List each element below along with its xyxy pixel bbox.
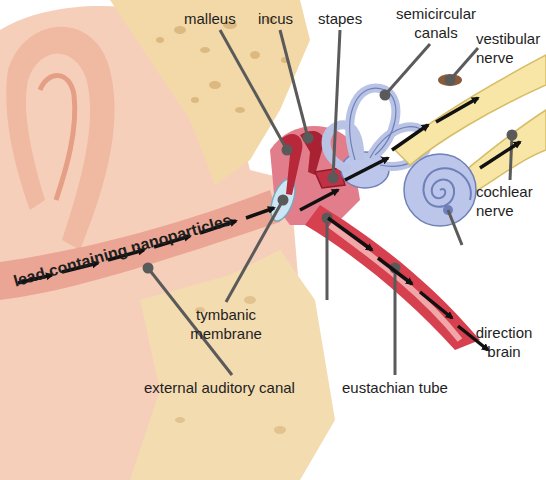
- bone-texture: [156, 17, 289, 113]
- path-arrows: [18, 98, 520, 350]
- tympanic-membrane-shape: [266, 176, 300, 224]
- part-label: vestibular nerve: [476, 29, 546, 67]
- eustachian-tube-shape: [305, 205, 480, 350]
- ganglion: [438, 74, 462, 86]
- part-label: stapes: [318, 9, 378, 28]
- part-label: tymbanic membrane: [184, 305, 268, 343]
- temporal-bone-lower: [130, 250, 335, 480]
- part-label: semicircular canals: [392, 4, 480, 42]
- incus-bone: [300, 131, 324, 175]
- bone-texture: [175, 296, 286, 434]
- pinna-fold: [40, 76, 75, 200]
- pinna: [6, 27, 114, 250]
- part-label: incus: [258, 9, 308, 28]
- part-label: direction brain: [462, 323, 546, 361]
- part-label: eustachian tube: [342, 378, 472, 397]
- part-label: malleus: [184, 9, 254, 28]
- part-label: external auditory canal: [144, 378, 334, 397]
- cochlea-spiral: [423, 168, 470, 207]
- cochlea: [404, 154, 476, 226]
- leader-lines: [144, 30, 516, 375]
- part-label: cochlear nerve: [476, 182, 546, 220]
